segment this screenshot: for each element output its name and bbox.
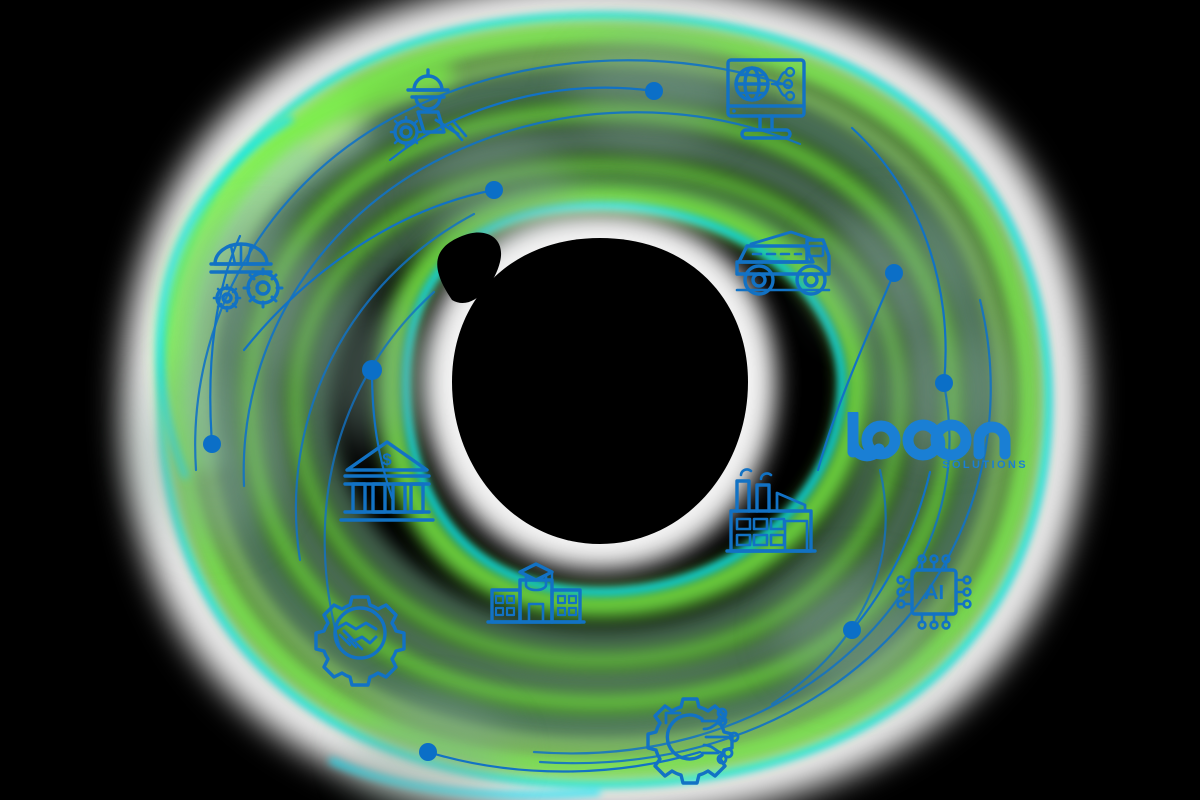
node-right-upper	[885, 264, 903, 282]
logo-mark: SOLUTIONS boon	[847, 412, 1028, 471]
boon-solutions-logo: SOLUTIONS boon	[845, 412, 1030, 474]
arc-right-mid	[850, 126, 947, 385]
center-hole-notch	[437, 232, 502, 304]
node-upper-left	[485, 181, 503, 199]
engineer-worker-icon	[389, 68, 468, 149]
arc-right-upper	[816, 271, 896, 472]
soft-blobs	[142, 34, 1010, 800]
node-top-center	[645, 82, 663, 100]
arc-sweep-outer	[194, 59, 792, 472]
arc-right-lower	[850, 470, 932, 632]
node-right-mid	[935, 374, 953, 392]
arc-sweep-right-2	[532, 382, 951, 755]
center-hole	[424, 212, 776, 570]
ai-chip-icon: AI	[896, 554, 972, 630]
hardhat-gears-icon	[209, 242, 284, 313]
arc-sweep-4	[323, 290, 436, 650]
svg-text:AI: AI	[924, 582, 944, 604]
bank-finance-icon: $	[339, 440, 435, 522]
handshake-gear-icon	[314, 595, 406, 687]
center-hole-fill	[452, 238, 748, 544]
blob-left-upper	[192, 220, 332, 380]
node-bottom-left	[419, 743, 437, 761]
logo-tagline: SOLUTIONS	[942, 459, 1028, 471]
node-right-lower	[843, 621, 861, 639]
arc-sweep-right	[538, 298, 992, 765]
node-left-mid	[203, 435, 221, 453]
education-icon	[486, 562, 586, 624]
arc-bottom-left	[426, 750, 702, 773]
automation-gear-icon	[646, 697, 740, 785]
svg-text:$: $	[382, 450, 392, 469]
arc-top-center	[388, 86, 656, 162]
node-bank-stem	[362, 360, 382, 380]
arc-sweep-2	[242, 111, 802, 488]
arc-sweep-3	[294, 212, 476, 562]
arc-upper-left	[242, 188, 496, 352]
connector-nodes	[203, 82, 953, 761]
factory-icon	[725, 468, 817, 553]
tail-green-left	[159, 60, 455, 475]
arc-sweep-right-3	[770, 468, 887, 706]
global-network-icon	[726, 58, 806, 140]
mining-truck-icon	[735, 230, 831, 296]
